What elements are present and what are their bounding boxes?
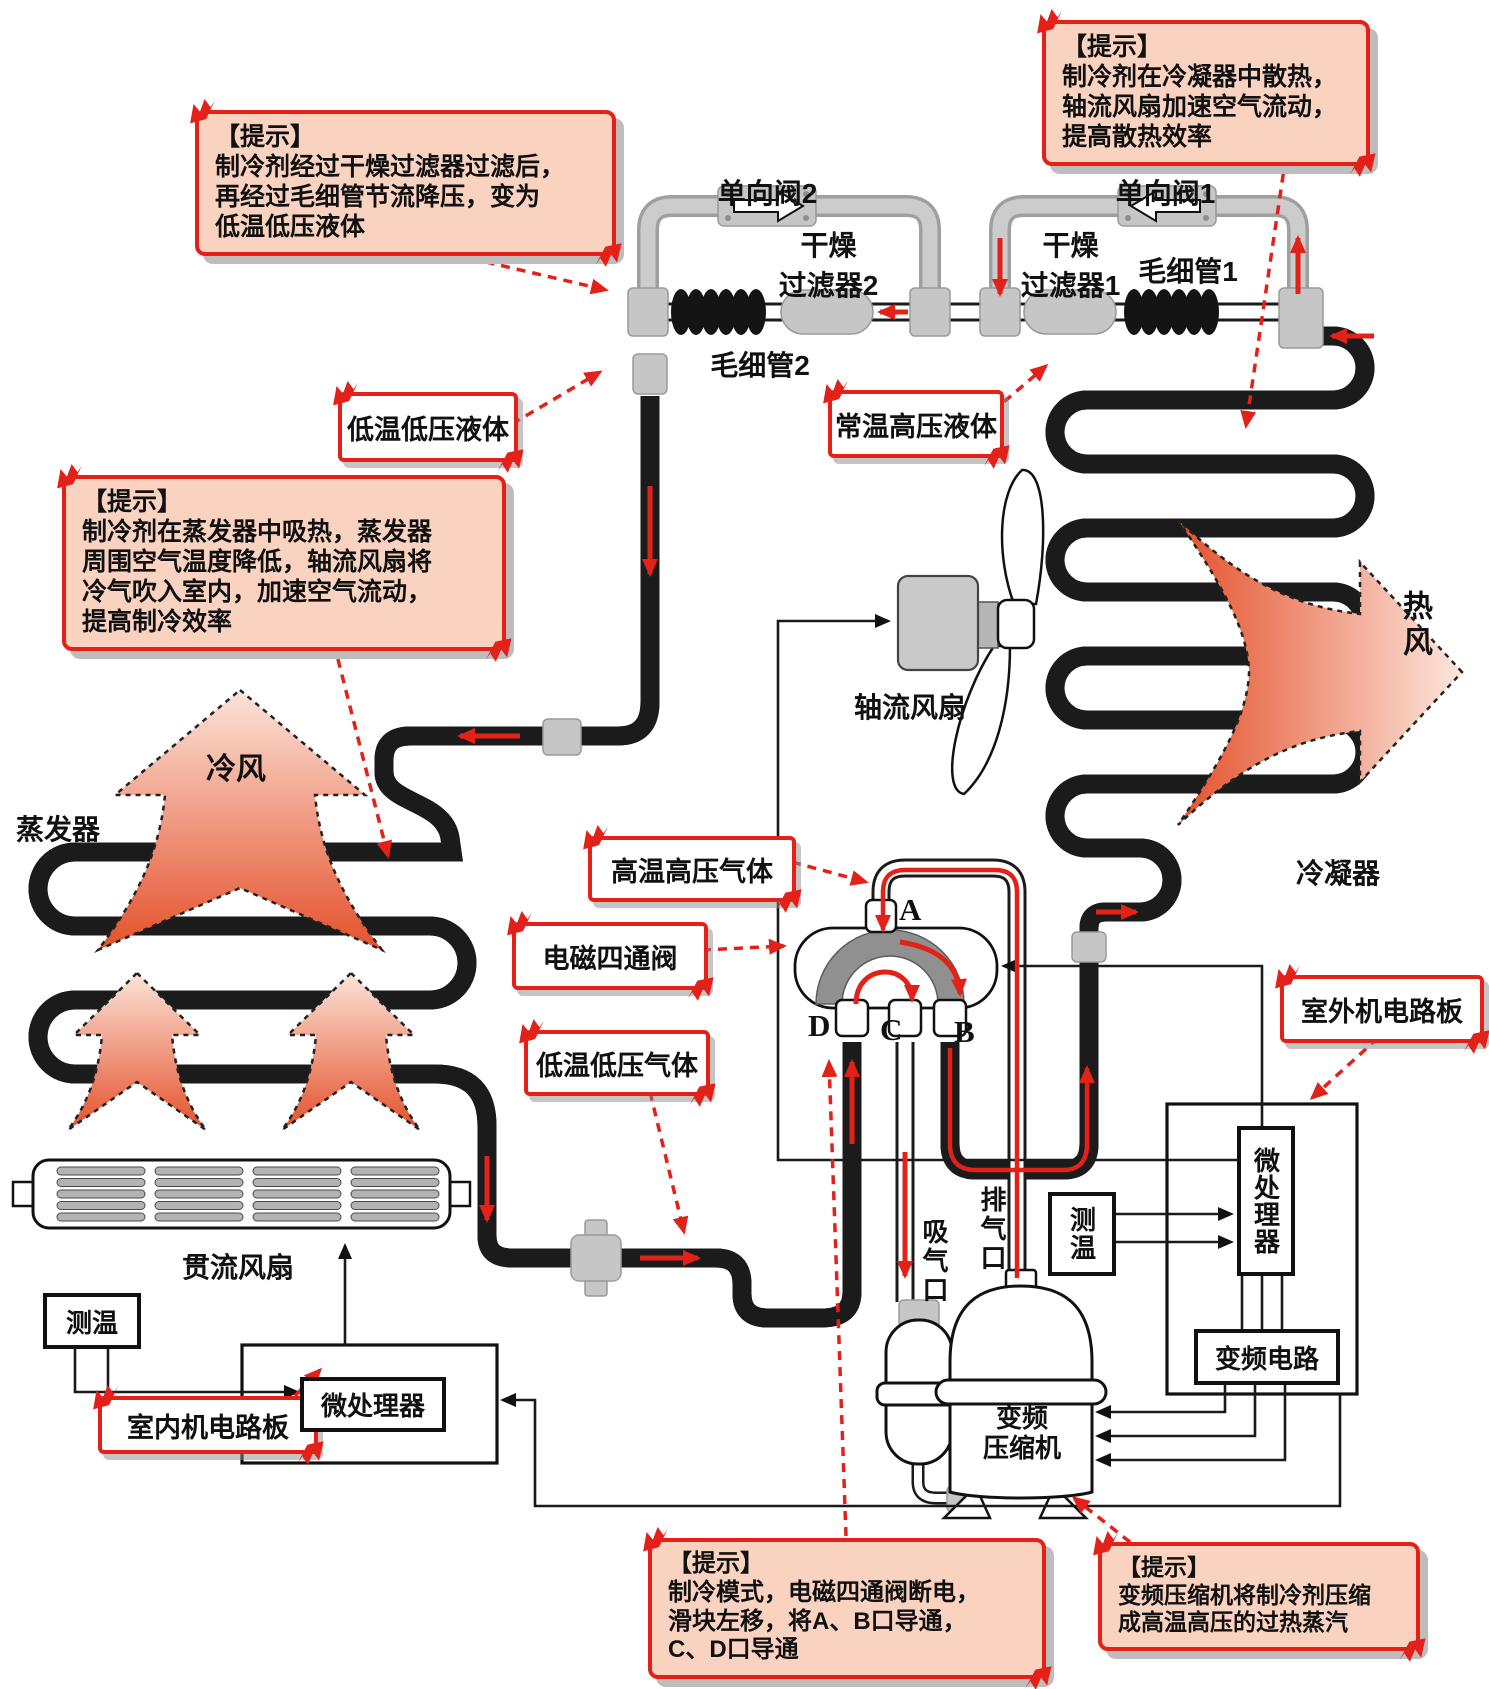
- flow-arrow-right-icon: [733, 189, 805, 223]
- mcu-outdoor: 微处理器: [1237, 1126, 1295, 1276]
- inverter-circuit: 变频电路: [1194, 1329, 1340, 1385]
- label-capillary-2: 毛细管2: [710, 350, 810, 381]
- label-four-way-valve: 电磁四通阀: [512, 922, 708, 990]
- tip-evaporator-callout: 【提示】 制冷剂在蒸发器中吸热，蒸发器 周围空气温度降低，轴流风扇将 冷气吹入室…: [62, 475, 506, 651]
- temp-sensor-indoor: 测温: [43, 1293, 141, 1349]
- fan-motor: [896, 574, 980, 672]
- tip-title: 【提示】: [215, 123, 316, 151]
- label-hot-wind: 热风: [1398, 590, 1431, 662]
- port-d: [834, 998, 870, 1038]
- tip-title: 【提示】: [668, 1550, 764, 1577]
- tip-valve-callout: 【提示】 制冷模式，电磁四通阀断电， 滑块左移，将A、B口导通， C、D口导通: [648, 1538, 1046, 1679]
- callout-leaders: [293, 141, 1380, 1544]
- label-axial-fan: 轴流风扇: [853, 692, 966, 723]
- capillary-tubes: [671, 289, 1219, 335]
- label-port-a: A: [899, 892, 922, 927]
- label-low-pressure-liquid: 低温低压液体: [338, 392, 518, 462]
- pipe-fittings: [542, 287, 1324, 1513]
- inverter-compressor-body: [934, 1268, 1108, 1520]
- tip-condenser-callout: 【提示】 制冷剂在冷凝器中散热， 轴流风扇加速空气流动， 提高散热效率: [1042, 20, 1370, 166]
- label-port-b: B: [954, 1014, 975, 1049]
- port-b: [932, 998, 968, 1038]
- check-valve-bypass-pipes: [637, 185, 1309, 302]
- dryer-filters: [780, 289, 1117, 335]
- temp-sensor-outdoor: 测温: [1048, 1192, 1116, 1276]
- label-port-d: D: [808, 1008, 831, 1043]
- label-condenser: 冷凝器: [1296, 858, 1381, 889]
- label-low-pressure-gas: 低温低压气体: [524, 1030, 710, 1096]
- axial-fan-body: [896, 468, 1045, 796]
- tip-title: 【提示】: [82, 488, 183, 516]
- cold-wind-arrow-icon: [94, 688, 386, 954]
- label-check-valve-1: 单向阀1: [1115, 178, 1216, 209]
- tip-title: 【提示】: [1118, 1554, 1210, 1580]
- label-cold-wind: 冷风: [206, 753, 266, 786]
- label-discharge-port: 排气口: [977, 1186, 1007, 1273]
- flow-arrows: [457, 235, 1374, 1279]
- tip-compressor-callout: 【提示】 变频压缩机将制冷剂压缩 成高温高压的过热蒸汽: [1098, 1542, 1420, 1651]
- label-check-valve-2: 单向阀2: [717, 178, 818, 209]
- mcu-indoor: 微处理器: [300, 1377, 446, 1432]
- label-suction-port: 吸气口: [919, 1218, 949, 1305]
- flow-arrow-left-icon: [1129, 189, 1201, 223]
- label-port-c: C: [880, 1012, 903, 1047]
- label-high-pressure-liquid: 常温高压液体: [828, 390, 1004, 458]
- four-way-valve-body: [793, 898, 999, 1038]
- label-dryer-1: 干燥过滤器1: [1020, 230, 1121, 301]
- label-capillary-1: 毛细管1: [1138, 256, 1238, 287]
- tip-title: 【提示】: [1062, 33, 1163, 61]
- label-crossflow-fan: 贯流风扇: [181, 1252, 294, 1283]
- label-indoor-board: 室内机电路板: [98, 1396, 318, 1454]
- label-dryer-2: 干燥过滤器2: [778, 230, 879, 301]
- label-outdoor-board: 室外机电路板: [1280, 975, 1484, 1043]
- tip-filter-callout: 【提示】 制冷剂经过干燥过滤器过滤后， 再经过毛细管节流降压，变为 低温低压液体: [195, 110, 616, 256]
- label-compressor: 变频压缩机: [982, 1403, 1061, 1463]
- hot-wind-arrow-icon: [1176, 519, 1464, 826]
- label-high-pressure-gas: 高温高压气体: [588, 836, 796, 902]
- crossflow-fan-body: [11, 1158, 472, 1230]
- label-evaporator: 蒸发器: [16, 814, 101, 845]
